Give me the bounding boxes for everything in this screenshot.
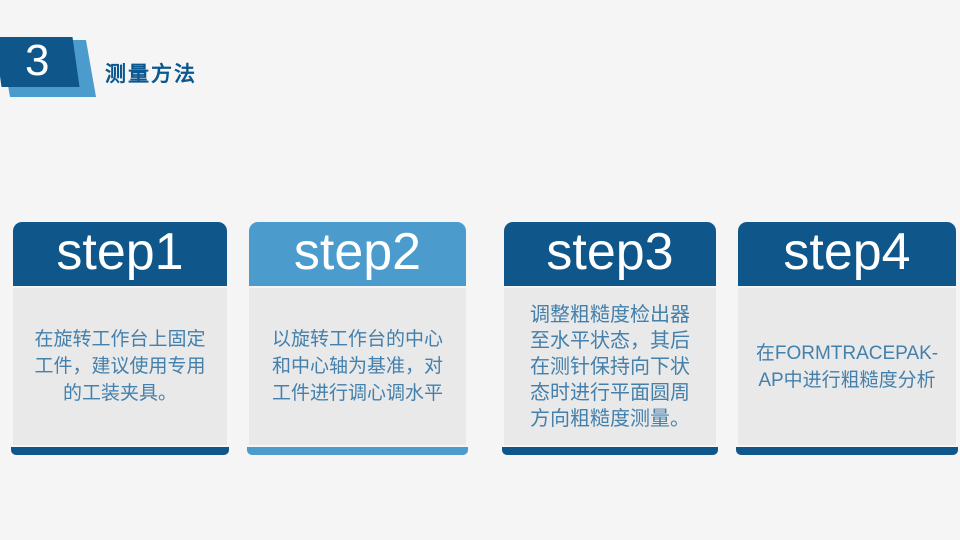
step-card-2-header: step2 (249, 222, 466, 286)
step-3-description: 调整粗糙度检出器 至水平状态，其后 在测针保持向下状 态时进行平面圆周 方向粗糙… (530, 303, 690, 430)
section-number-badge: 3 (0, 36, 80, 87)
step-card-1-header: step1 (13, 222, 227, 286)
step-card-1-body: 在旋转工作台上固定 工件，建议使用专用 的工装夹具。 (13, 288, 227, 445)
step-card-4-strip (736, 447, 958, 455)
step-card-3-body: 调整粗糙度检出器 至水平状态，其后 在测针保持向下状 态时进行平面圆周 方向粗糙… (504, 288, 716, 445)
step-4-description: 在FORMTRACEPAK- AP中进行粗糙度分析 (755, 342, 939, 391)
step-card-1-strip (11, 447, 229, 455)
step-1-description: 在旋转工作台上固定 工件，建议使用专用 的工装夹具。 (34, 329, 206, 404)
step-card-2: step2 以旋转工作台的中心 和中心轴为基准，对 工件进行调心调水平 (247, 222, 468, 455)
step-2-label: step2 (293, 223, 422, 281)
step-card-3-strip (502, 447, 718, 455)
step-card-2-strip (247, 447, 468, 455)
step-card-3: step3 调整粗糙度检出器 至水平状态，其后 在测针保持向下状 态时进行平面圆… (502, 222, 718, 455)
step-card-1: step1 在旋转工作台上固定 工件，建议使用专用 的工装夹具。 (11, 222, 229, 455)
section-number: 3 (24, 36, 50, 85)
step-card-4-body: 在FORMTRACEPAK- AP中进行粗糙度分析 (738, 288, 956, 445)
step-2-description: 以旋转工作台的中心 和中心轴为基准，对 工件进行调心调水平 (271, 329, 443, 404)
step-card-4-header: step4 (738, 222, 956, 286)
step-4-label: step4 (783, 223, 911, 281)
step-card-3-header: step3 (504, 222, 716, 286)
step-1-label: step1 (56, 223, 184, 281)
slide-title: 测量方法 (105, 63, 197, 86)
step-card-4: step4 在FORMTRACEPAK- AP中进行粗糙度分析 (736, 222, 958, 455)
step-3-label: step3 (546, 223, 674, 281)
step-card-2-body: 以旋转工作台的中心 和中心轴为基准，对 工件进行调心调水平 (249, 288, 466, 445)
